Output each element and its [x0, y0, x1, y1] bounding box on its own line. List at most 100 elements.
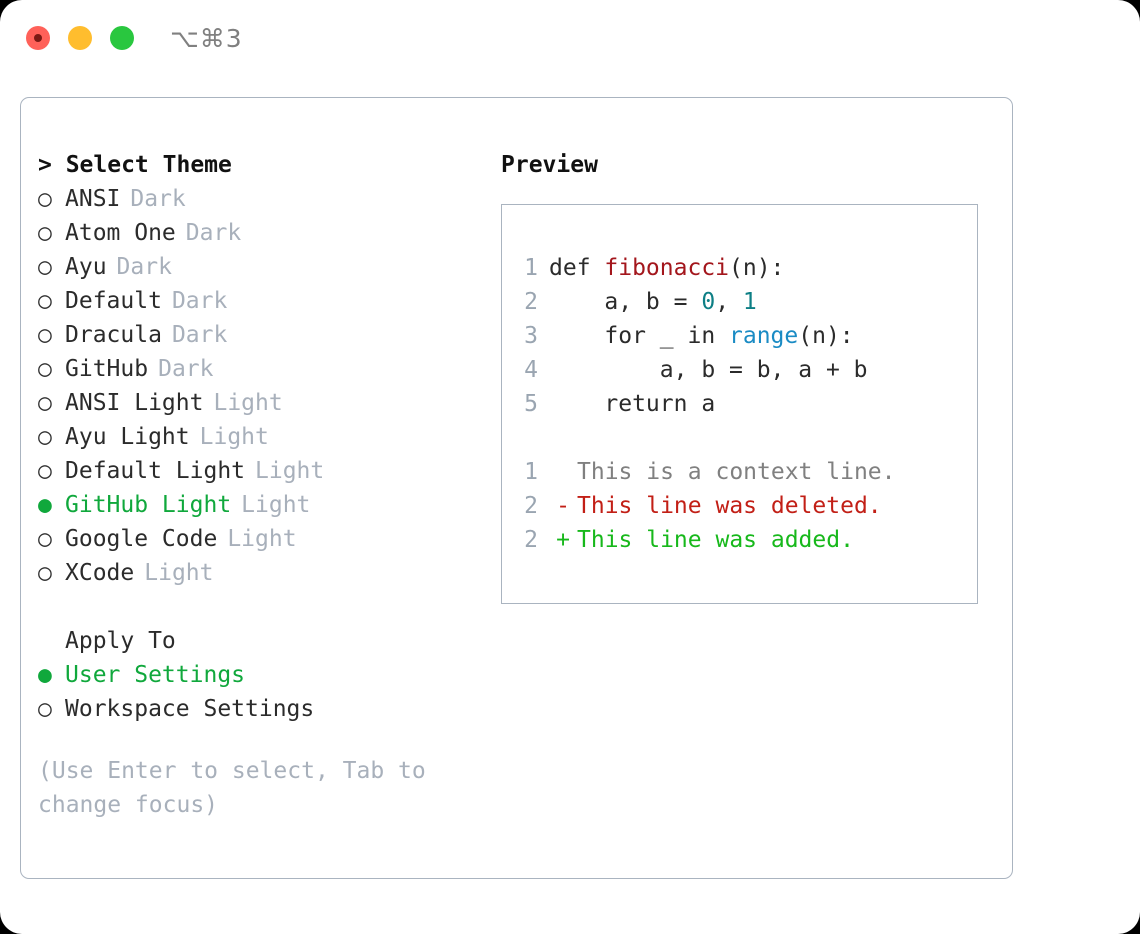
apply-to-option-label: Workspace Settings	[65, 696, 315, 722]
theme-option-label: Google Code	[65, 526, 218, 552]
diff-marker	[549, 455, 577, 489]
theme-option-label: ANSI Light	[65, 390, 204, 416]
radio-unselected-icon: ○	[38, 254, 52, 280]
radio-selected-icon: ●	[38, 492, 52, 518]
apply-to-option[interactable]: ●User Settings	[38, 658, 478, 692]
theme-option-label: Ayu	[65, 254, 107, 280]
theme-option-label: Dracula	[65, 322, 162, 348]
diff-line-text: This line was deleted.	[577, 493, 882, 519]
theme-option[interactable]: ○ Ayu Light Light	[38, 420, 478, 454]
code-line-text: return a	[549, 387, 715, 421]
keyboard-hint: (Use Enter to select, Tab to change focu…	[38, 758, 426, 818]
theme-option-tag: Dark	[130, 186, 186, 212]
theme-option[interactable]: ○ Google Code Light	[38, 522, 478, 556]
code-line: 1 def fibonacci(n):	[508, 251, 971, 285]
code-token-plain: a, b = b, a + b	[549, 357, 868, 383]
line-number: 1	[524, 459, 538, 485]
line-number: 3	[524, 323, 538, 349]
theme-option-label: Default Light	[65, 458, 246, 484]
line-number: 5	[524, 391, 538, 417]
code-line-text: for _ in range(n):	[549, 319, 854, 353]
apply-to-option-label: User Settings	[65, 662, 246, 688]
theme-option-tag: Light	[199, 424, 269, 450]
window-controls	[26, 26, 134, 50]
code-line-text: a, b = 0, 1	[549, 285, 756, 319]
code-line: 4 a, b = b, a + b	[508, 353, 971, 387]
apply-to-header: Apply To	[65, 628, 176, 654]
line-number: 2	[524, 289, 538, 315]
code-token-plain: for _ in	[549, 323, 730, 349]
theme-option[interactable]: ○ Default Dark	[38, 284, 478, 318]
line-number: 4	[524, 357, 538, 383]
code-token-num: 0	[701, 289, 716, 315]
theme-option-label: GitHub	[65, 356, 149, 382]
radio-unselected-icon: ○	[38, 526, 52, 552]
theme-option-label: Default	[65, 288, 162, 314]
radio-unselected-icon: ○	[38, 288, 52, 314]
radio-unselected-icon: ○	[38, 560, 52, 586]
diff-line-context: 1 This is a context line.	[508, 455, 971, 489]
line-number: 2	[524, 527, 538, 553]
code-token-plain: return a	[549, 391, 716, 417]
diff-line-text: This line was added.	[577, 527, 854, 553]
code-token-call: range	[729, 323, 799, 349]
title-bar: ⌥⌘3	[0, 0, 1140, 78]
theme-option-tag: Dark	[171, 288, 228, 314]
theme-option-label: Atom One	[65, 220, 176, 246]
minimize-button[interactable]	[68, 26, 92, 50]
code-token-plain: (n):	[798, 323, 854, 349]
code-token-plain: (n):	[729, 255, 785, 281]
maximize-button[interactable]	[110, 26, 134, 50]
line-number: 2	[524, 493, 538, 519]
code-diff-spacer	[508, 421, 971, 455]
preview-title: Preview	[501, 152, 598, 178]
theme-option-tag: Dark	[185, 220, 242, 246]
diff-lines: 1 This is a context line.2-This line was…	[508, 455, 971, 557]
radio-unselected-icon: ○	[38, 220, 52, 246]
diff-marker: -	[556, 493, 570, 519]
line-number: 1	[524, 255, 538, 281]
code-line: 5 return a	[508, 387, 971, 421]
code-token-plain: a, b =	[549, 289, 702, 315]
code-token-fn: fibonacci	[604, 255, 730, 281]
radio-unselected-icon: ○	[38, 424, 52, 450]
keyboard-shortcut-label: ⌥⌘3	[170, 24, 243, 53]
apply-to-option[interactable]: ○ Workspace Settings	[38, 692, 478, 726]
close-button[interactable]	[26, 26, 50, 50]
radio-unselected-icon: ○	[38, 322, 52, 348]
radio-unselected-icon: ○	[38, 696, 52, 722]
theme-option-label: Ayu Light	[65, 424, 190, 450]
theme-option[interactable]: ○ Dracula Dark	[38, 318, 478, 352]
theme-option-tag: Light	[227, 526, 297, 552]
code-line: 2 a, b = 0, 1	[508, 285, 971, 319]
diff-line-added: 2 + This line was added.	[508, 523, 971, 557]
theme-option-label: GitHub Light	[65, 492, 232, 518]
theme-option-tag: Light	[255, 458, 325, 484]
radio-unselected-icon: ○	[38, 186, 52, 212]
diff-marker: +	[556, 527, 570, 553]
theme-option[interactable]: ○ Atom One Dark	[38, 216, 478, 250]
diff-line-deleted: 2-This line was deleted.	[508, 489, 971, 523]
apply-to-list[interactable]: ●User Settings ○ Workspace Settings	[38, 658, 478, 726]
code-line-text: def fibonacci(n):	[549, 251, 784, 285]
radio-unselected-icon: ○	[38, 390, 52, 416]
list-spacer	[38, 590, 478, 624]
theme-option-tag: Dark	[171, 322, 228, 348]
code-line-text: a, b = b, a + b	[549, 353, 868, 387]
code-line: 3 for _ in range(n):	[508, 319, 971, 353]
